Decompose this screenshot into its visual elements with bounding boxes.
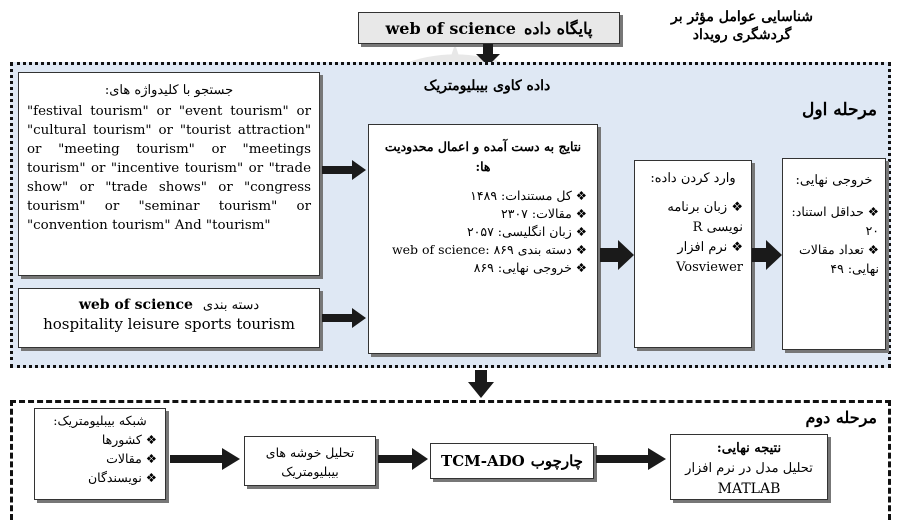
arrow-results-to-input: [600, 240, 634, 270]
network-box: شبکه بیبلیومتریک: ❖ کشورها❖ مقالات❖ نویس…: [34, 408, 166, 500]
category-text: hospitality leisure sports tourism: [43, 315, 295, 333]
mining-label: داده کاوی بیبلیومتریک: [423, 78, 551, 94]
keywords-box: جستجو با کلیدواژه های: "festival tourism…: [18, 72, 320, 276]
results-item-text: خروجی نهایی: ۸۶۹: [473, 260, 572, 275]
network-item-text: کشورها: [101, 432, 142, 447]
framework-label-en: TCM-ADO: [441, 452, 525, 470]
keywords-text: "festival tourism" or "event tourism" or…: [27, 104, 311, 233]
database-label: پایگاه داده: [523, 18, 593, 38]
category-title-fa: دسته بندی: [202, 298, 260, 313]
network-item-text: مقالات: [106, 451, 142, 466]
results-box: نتایج به دست آمده و اعمال محدودیت ها: ❖ …: [368, 124, 598, 354]
cluster-box: تحلیل خوشه های بیبلیومتریک: [244, 436, 376, 486]
arrow-cluster-to-framework: [378, 448, 428, 470]
final-title: نتیجه نهایی:: [716, 441, 782, 456]
diagram-title-line2: گردشگری رویداد: [692, 27, 792, 43]
network-item: ❖ کشورها: [43, 430, 157, 449]
input-title: وارد کردن داده:: [650, 171, 736, 186]
cluster-text: تحلیل خوشه های بیبلیومتریک: [265, 445, 355, 479]
input-item-text: زبان برنامه نویسی R: [667, 200, 743, 235]
input-box: وارد کردن داده: ❖ زبان برنامه نویسی R❖ ن…: [634, 160, 752, 348]
results-item-text: زبان انگلیسی: ۲۰۵۷: [466, 224, 572, 239]
output-box: خروجی نهایی: ❖ حداقل استناد: ۲۰❖ تعداد م…: [782, 158, 886, 350]
bullet-icon: ❖: [571, 260, 587, 275]
results-item-text: کل مستندات: ۱۴۸۹: [470, 188, 572, 203]
results-item: ❖ خروجی نهایی: ۸۶۹: [379, 259, 587, 277]
stage2-label: مرحله دوم: [805, 408, 878, 427]
diagram-title: شناسایی عوامل مؤثر بر گردشگری رویداد: [637, 8, 847, 44]
results-item-text: مقالات: ۲۳۰۷: [501, 206, 572, 221]
category-title-en: web of science: [78, 297, 193, 313]
bullet-icon: ❖: [571, 224, 587, 239]
results-list: ❖ کل مستندات: ۱۴۸۹❖ مقالات: ۲۳۰۷❖ زبان ا…: [379, 187, 587, 277]
framework-label-fa: چارچوب: [530, 452, 583, 470]
final-box: نتیجه نهایی: تحلیل مدل در نرم افزار MATL…: [670, 434, 828, 500]
category-box: web of science دسته بندی hospitality lei…: [18, 288, 320, 348]
bullet-icon: ❖: [727, 240, 743, 255]
network-item-text: نویسندگان: [87, 470, 142, 485]
stage1-label: مرحله اول: [802, 100, 877, 120]
arrow-network-to-cluster: [170, 448, 240, 470]
output-list: ❖ حداقل استناد: ۲۰❖ تعداد مقالات نهایی: …: [789, 202, 879, 278]
results-item: ❖ کل مستندات: ۱۴۸۹: [379, 187, 587, 205]
results-title: نتایج به دست آمده و اعمال محدودیت ها:: [384, 139, 582, 174]
framework-box: TCM-ADO چارچوب: [430, 443, 594, 479]
input-list: ❖ زبان برنامه نویسی R❖ نرم افزار Vosview…: [643, 198, 743, 278]
diagram-title-line1: شناسایی عوامل مؤثر بر: [671, 9, 813, 25]
final-line1: تحلیل مدل در نرم افزار: [685, 461, 813, 476]
arrow-framework-to-final: [596, 448, 666, 470]
input-item-text: نرم افزار Vosviewer: [676, 240, 743, 275]
bullet-icon: ❖: [141, 432, 157, 447]
bullet-icon: ❖: [141, 470, 157, 485]
arrow-input-to-output: [752, 240, 782, 270]
output-item-text: تعداد مقالات نهایی: ۴۹: [799, 242, 879, 276]
output-item: ❖ تعداد مقالات نهایی: ۴۹: [789, 240, 879, 278]
database-name: web of science: [385, 18, 516, 38]
results-item: ❖ دسته بندی web of science: ۸۶۹: [379, 241, 587, 259]
stage2-container: [10, 400, 891, 520]
arrow-database-down: [476, 44, 500, 66]
final-line2: MATLAB: [717, 481, 781, 497]
output-item: ❖ حداقل استناد: ۲۰: [789, 202, 879, 240]
bullet-icon: ❖: [571, 206, 587, 221]
results-item: ❖ مقالات: ۲۳۰۷: [379, 205, 587, 223]
network-item: ❖ مقالات: [43, 449, 157, 468]
network-list: ❖ کشورها❖ مقالات❖ نویسندگان: [43, 430, 157, 487]
arrow-category-to-results: [322, 308, 366, 328]
input-item: ❖ زبان برنامه نویسی R: [643, 198, 743, 238]
output-title: خروجی نهایی:: [795, 173, 873, 188]
keywords-title: جستجو با کلیدواژه های:: [104, 83, 234, 98]
input-item: ❖ نرم افزار Vosviewer: [643, 238, 743, 278]
bullet-icon: ❖: [141, 451, 157, 466]
bullet-icon: ❖: [571, 188, 587, 203]
bullet-icon: ❖: [571, 242, 587, 257]
results-item: ❖ زبان انگلیسی: ۲۰۵۷: [379, 223, 587, 241]
network-item: ❖ نویسندگان: [43, 468, 157, 487]
bullet-icon: ❖: [863, 204, 879, 219]
network-title: شبکه بیبلیومتریک:: [53, 413, 147, 428]
bullet-icon: ❖: [727, 200, 743, 215]
arrow-stage1-to-stage2: [468, 370, 494, 398]
output-item-text: حداقل استناد: ۲۰: [791, 204, 879, 238]
arrow-keywords-to-results: [322, 160, 366, 180]
results-item-text: دسته بندی web of science: ۸۶۹: [391, 242, 572, 257]
database-box: web of science پایگاه داده: [358, 12, 620, 44]
bullet-icon: ❖: [863, 242, 879, 257]
